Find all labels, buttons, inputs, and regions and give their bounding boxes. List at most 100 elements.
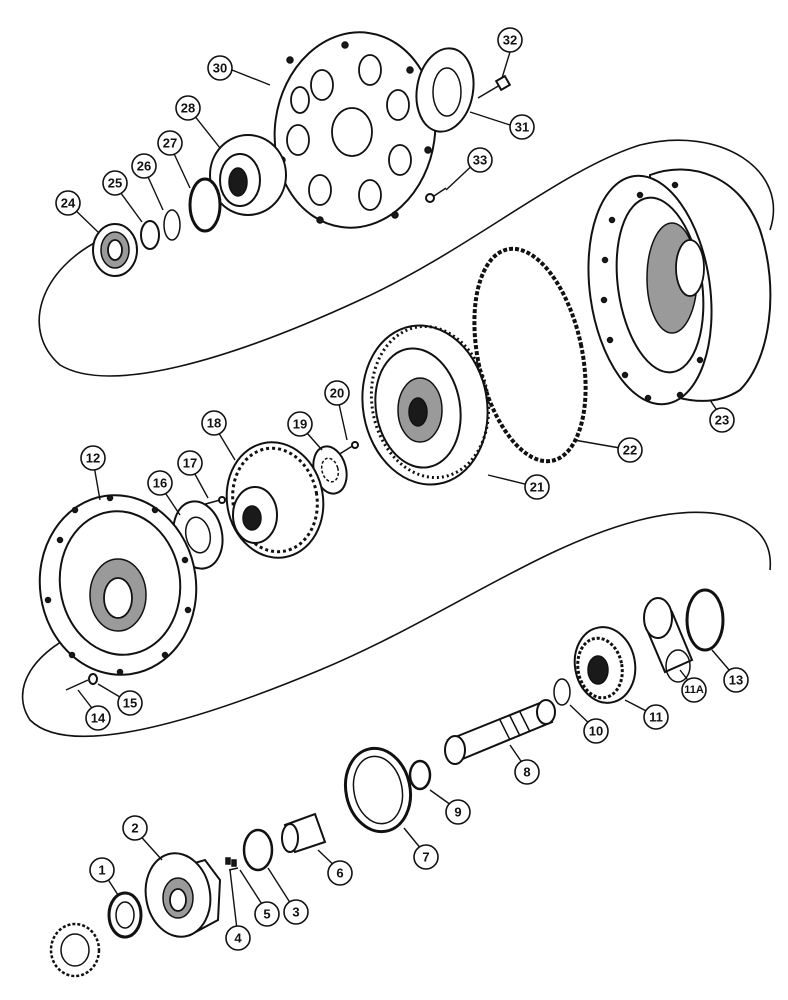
svg-text:23: 23 [715, 413, 729, 428]
callout-22: 22 [617, 437, 643, 463]
snap-ring-26 [163, 209, 181, 241]
snap-ring-10 [553, 678, 571, 706]
svg-text:27: 27 [163, 136, 177, 151]
svg-text:30: 30 [213, 61, 227, 76]
svg-text:2: 2 [131, 821, 138, 836]
svg-text:25: 25 [108, 176, 122, 191]
svg-text:21: 21 [530, 480, 544, 495]
svg-text:9: 9 [454, 805, 461, 820]
snap-ring-9 [408, 759, 432, 791]
callout-15: 15 [117, 690, 143, 716]
seal-ring-13 [685, 588, 725, 652]
gear-11 [573, 626, 637, 704]
callout-20: 20 [324, 380, 350, 406]
bolt-32 [477, 74, 512, 99]
svg-text:16: 16 [153, 476, 167, 491]
callout-11: 11 [643, 704, 669, 730]
callout-1: 1 [89, 857, 115, 883]
callout-28: 28 [175, 95, 201, 121]
stator [225, 441, 325, 559]
callout-14: 14 [85, 705, 111, 731]
callout-6: 6 [327, 860, 353, 886]
callout-24: 24 [55, 190, 81, 216]
svg-text:7: 7 [422, 850, 429, 865]
svg-text:6: 6 [336, 866, 343, 881]
svg-text:1: 1 [98, 863, 105, 878]
washer-15 [88, 673, 98, 685]
callout-23: 23 [709, 407, 735, 433]
spacer-25 [140, 220, 160, 250]
callout-4: 4 [225, 925, 251, 951]
o-ring-27 [188, 177, 222, 233]
svg-text:14: 14 [91, 711, 106, 726]
callout-17: 17 [177, 450, 203, 476]
impeller [361, 324, 491, 486]
callout-2: 2 [122, 815, 148, 841]
svg-text:26: 26 [137, 159, 151, 174]
assembly-line-middle [21, 511, 771, 738]
pump-housing [38, 494, 198, 676]
callout-5: 5 [254, 901, 280, 927]
assembly-line-top [38, 139, 775, 377]
callout-21: 21 [524, 474, 550, 500]
bolt-14 [65, 679, 89, 691]
callout-30: 30 [207, 55, 233, 81]
svg-text:13: 13 [729, 673, 743, 688]
flex-plate [273, 31, 437, 229]
sleeve-11a [643, 597, 694, 683]
svg-text:24: 24 [61, 196, 76, 211]
converter-housing [587, 168, 772, 406]
shaft [444, 699, 556, 765]
svg-text:12: 12 [86, 451, 100, 466]
svg-text:17: 17 [183, 456, 197, 471]
svg-text:15: 15 [123, 696, 137, 711]
svg-text:3: 3 [292, 905, 299, 920]
svg-text:22: 22 [623, 443, 637, 458]
callout-33: 33 [467, 147, 493, 173]
svg-text:10: 10 [589, 724, 603, 739]
callout-25: 25 [102, 170, 128, 196]
callout-26: 26 [131, 153, 157, 179]
seal-1 [107, 891, 143, 939]
callout-7: 7 [413, 844, 439, 870]
bolt-33 [425, 187, 447, 203]
callout-27: 27 [157, 130, 183, 156]
callout-11a: 11A [681, 677, 707, 703]
svg-text:32: 32 [503, 33, 517, 48]
callout-13: 13 [723, 667, 749, 693]
svg-text:33: 33 [473, 153, 487, 168]
callout-8: 8 [514, 759, 540, 785]
svg-text:11: 11 [649, 710, 663, 725]
pin-20 [337, 441, 359, 456]
svg-text:8: 8 [523, 765, 530, 780]
svg-text:4: 4 [234, 931, 242, 946]
callout-10: 10 [583, 718, 609, 744]
svg-text:5: 5 [263, 907, 270, 922]
svg-text:20: 20 [330, 386, 344, 401]
bushing-6 [281, 812, 327, 854]
tool-fragment [49, 922, 101, 978]
hub [209, 134, 287, 216]
callout-16: 16 [147, 470, 173, 496]
svg-text:11A: 11A [684, 684, 704, 696]
gasket-22 [472, 246, 588, 464]
seal-7 [344, 746, 412, 834]
bearing-24 [92, 223, 138, 277]
callout-32: 32 [497, 27, 523, 53]
thrust-washer-19 [312, 445, 348, 495]
backing-plate [415, 47, 475, 133]
callout-3: 3 [283, 899, 309, 925]
callout-18: 18 [201, 410, 227, 436]
snap-ring-3 [242, 828, 274, 872]
svg-text:31: 31 [515, 120, 529, 135]
svg-text:28: 28 [181, 101, 195, 116]
pump-cover [144, 852, 222, 938]
svg-text:19: 19 [293, 417, 307, 432]
callout-19: 19 [287, 411, 313, 437]
svg-text:18: 18 [207, 416, 221, 431]
callout-12: 12 [80, 445, 106, 471]
key-4-5 [225, 857, 239, 871]
callout-9: 9 [445, 799, 471, 825]
callout-31: 31 [509, 114, 535, 140]
